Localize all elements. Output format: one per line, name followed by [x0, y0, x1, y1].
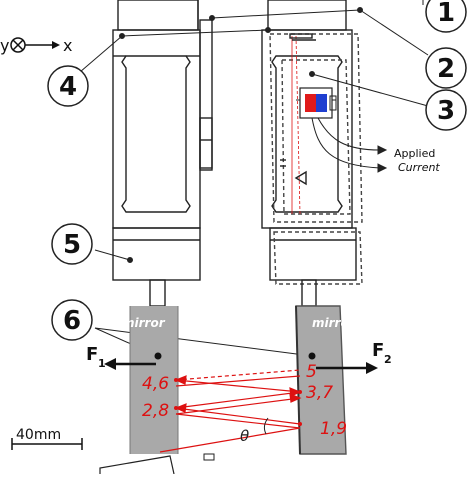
laser-beams [159, 369, 302, 453]
left-flexure-stage [112, 0, 213, 307]
coordinate-axes: y x [0, 36, 72, 55]
force-f2: F 2 [308, 340, 392, 374]
left-frame-upper [117, 0, 199, 31]
magnet-blue-pole [316, 94, 327, 112]
left-base-block [112, 227, 201, 281]
callout-6: 6 [51, 299, 93, 341]
right-base-block [269, 227, 357, 281]
callout-1-label: 1 [437, 0, 455, 28]
spot-label-5: 5 [306, 362, 317, 382]
callout-5: 5 [51, 223, 93, 265]
bottom-partial-box [99, 455, 175, 475]
callout-6-label: 6 [63, 306, 81, 336]
f1-subscript: 1 [98, 357, 106, 370]
right-mirror: mirror [295, 305, 356, 455]
right-frame-upper [267, 0, 347, 31]
callout-2: 2 [425, 47, 467, 89]
right-flexure-window [271, 55, 343, 213]
left-mirror: mirror [122, 306, 179, 454]
callout-leaders [79, 0, 429, 359]
right-mirror-label: mirror [312, 316, 356, 330]
spot-label-4-6: 4,6 [142, 374, 169, 394]
spot-label-3-7: 3,7 [306, 383, 333, 403]
right-flexure-stage [261, 0, 363, 307]
scale-bar: 40mm [11, 427, 83, 450]
left-flexure-window [121, 55, 191, 213]
left-side-post [199, 19, 213, 171]
theta-label: θ [240, 427, 249, 445]
callout-3: 3 [425, 89, 467, 131]
right-deflected-outline [269, 33, 363, 223]
bottom-partial-marker [203, 453, 215, 461]
callout-1: 1 [425, 0, 467, 33]
applied-current-label-line1: Applied [394, 147, 435, 160]
left-stem [149, 279, 166, 307]
magnet-red-pole [305, 94, 316, 112]
reflection-spots [174, 378, 302, 426]
x-axis-label: x [63, 36, 72, 55]
y-axis-label: y [0, 36, 9, 55]
force-f1: F 1 [86, 344, 162, 370]
callout-2-label: 2 [437, 54, 455, 84]
f2-label: F [372, 340, 384, 361]
left-mirror-label: mirror [122, 316, 166, 330]
pivot-triangle [294, 170, 307, 186]
current-wires [311, 117, 388, 173]
scale-bar-label: 40mm [16, 427, 61, 443]
spot-label-1-9: 1,9 [320, 419, 347, 439]
spot-label-2-8: 2,8 [142, 401, 169, 421]
callout-5-label: 5 [63, 230, 81, 260]
callout-4: 4 [47, 65, 89, 107]
f2-subscript: 2 [384, 353, 392, 366]
theta-arc [263, 417, 269, 435]
f1-label: F [86, 344, 98, 365]
magnet-coil-actuator [296, 87, 337, 119]
applied-current-label-line2: Current [398, 161, 440, 174]
callout-3-label: 3 [437, 96, 455, 126]
callout-4-label: 4 [59, 72, 77, 102]
